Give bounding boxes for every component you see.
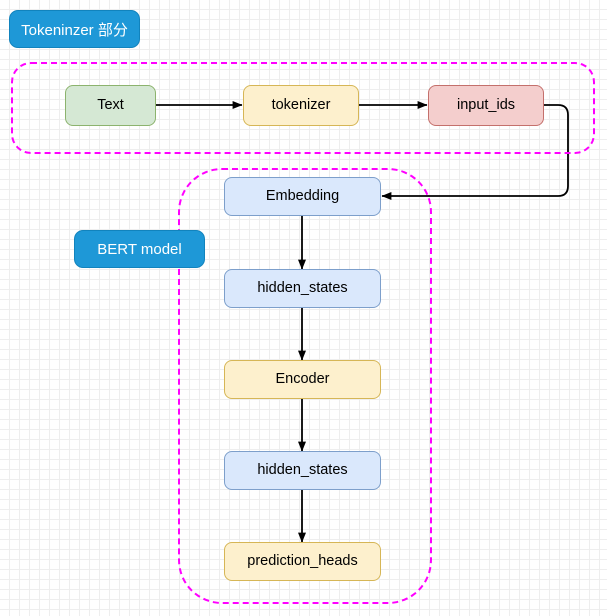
node-text-label: Text (97, 96, 124, 113)
node-embedding-label: Embedding (265, 187, 340, 204)
node-input-ids[interactable]: input_ids (428, 85, 544, 126)
tokenizer-region-boundary (11, 62, 595, 154)
bert-model-region-boundary (178, 168, 432, 604)
node-encoder[interactable]: Encoder (224, 360, 381, 399)
node-text[interactable]: Text (65, 85, 156, 126)
node-hidden-states-2[interactable]: hidden_states (224, 451, 381, 490)
node-encoder-label: Encoder (275, 370, 330, 387)
tokenizer-group-label: Tokeninzer 部分 (9, 10, 140, 48)
bert-group-label: BERT model (74, 230, 205, 268)
node-tokenizer-label: tokenizer (271, 96, 331, 113)
node-tokenizer[interactable]: tokenizer (243, 85, 359, 126)
node-prediction-heads-label: prediction_heads (247, 552, 358, 569)
node-input-ids-label: input_ids (456, 96, 516, 113)
node-hidden-states-1[interactable]: hidden_states (224, 269, 381, 308)
tokenizer-group-label-text: Tokeninzer 部分 (21, 21, 128, 39)
node-embedding[interactable]: Embedding (224, 177, 381, 216)
node-prediction-heads[interactable]: prediction_heads (224, 542, 381, 581)
node-hidden-states-2-label: hidden_states (257, 461, 348, 478)
bert-group-label-text: BERT model (97, 240, 182, 258)
node-hidden-states-1-label: hidden_states (257, 279, 348, 296)
